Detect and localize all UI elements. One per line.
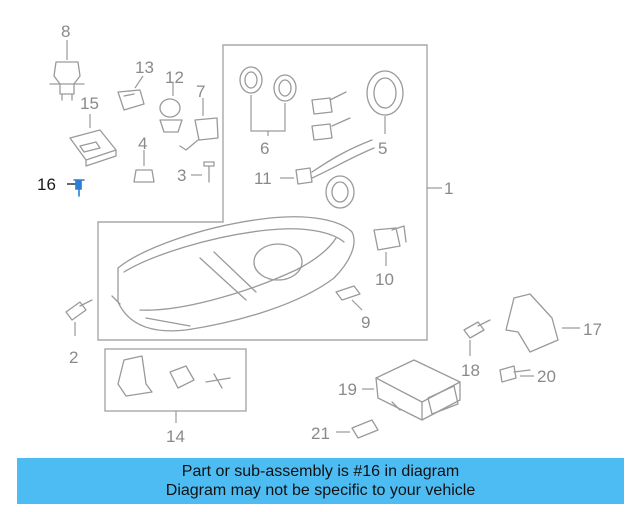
callout-15: 15 (80, 94, 99, 113)
callout-3: 3 (177, 166, 186, 185)
callout-21: 21 (311, 424, 330, 443)
bulb-h7-icon (49, 40, 85, 101)
bulb-socket-icon (325, 175, 355, 209)
connector-icon (311, 91, 351, 141)
bulb-base-icon (159, 82, 183, 133)
socket-rings-icon (239, 66, 297, 136)
callout-8: 8 (61, 22, 70, 41)
callout-20: 20 (537, 367, 556, 386)
plug-icon (133, 150, 155, 183)
callout-18: 18 (461, 361, 480, 380)
dust-cap-icon (366, 70, 404, 134)
callout-17: 17 (583, 320, 602, 339)
callout-12: 12 (165, 68, 184, 87)
info-banner: Part or sub-assembly is #16 in diagram D… (17, 458, 624, 504)
screw-2-icon (65, 299, 93, 336)
bolt-20-icon (499, 365, 534, 383)
callout-1: 1 (444, 179, 453, 198)
diagram-canvas: 8 13 12 7 15 4 3 16 2 6 5 11 1 10 9 17 1… (37, 22, 602, 446)
wire-harness-icon (280, 139, 375, 185)
screw-3-icon (191, 161, 215, 183)
bulb-small-icon (117, 75, 145, 111)
banner-line-part: Part or sub-assembly is #16 in diagram (181, 463, 460, 480)
callout-6: 6 (260, 139, 269, 158)
nut-clip-21-icon (336, 419, 379, 439)
screw-18-icon (463, 319, 491, 356)
callout-13: 13 (135, 58, 154, 77)
callout-10: 10 (375, 270, 394, 289)
control-unit-19-icon (362, 359, 461, 421)
bracket-17-icon (505, 293, 580, 353)
bracket-kit-frame (104, 348, 247, 412)
callout-14: 14 (166, 427, 185, 446)
headlamp-assembly-frame (97, 44, 428, 341)
callout-4: 4 (138, 134, 147, 153)
callout-5: 5 (378, 139, 387, 158)
control-module-icon (69, 114, 117, 167)
callout-11: 11 (254, 169, 272, 188)
callout-16: 16 (37, 175, 56, 194)
bulb-wedge-icon (179, 98, 219, 151)
socket-10-icon (373, 225, 407, 266)
bolt-16-icon (67, 179, 85, 197)
callout-7: 7 (196, 82, 205, 101)
headlamp-housing-icon (111, 216, 355, 332)
clip-9-icon (335, 285, 363, 311)
callout-2: 2 (69, 348, 78, 367)
bracket-kit-icon (117, 355, 231, 397)
callout-19: 19 (338, 380, 357, 399)
banner-line-disclaimer: Diagram may not be specific to your vehi… (165, 482, 476, 499)
callout-9: 9 (361, 313, 370, 332)
